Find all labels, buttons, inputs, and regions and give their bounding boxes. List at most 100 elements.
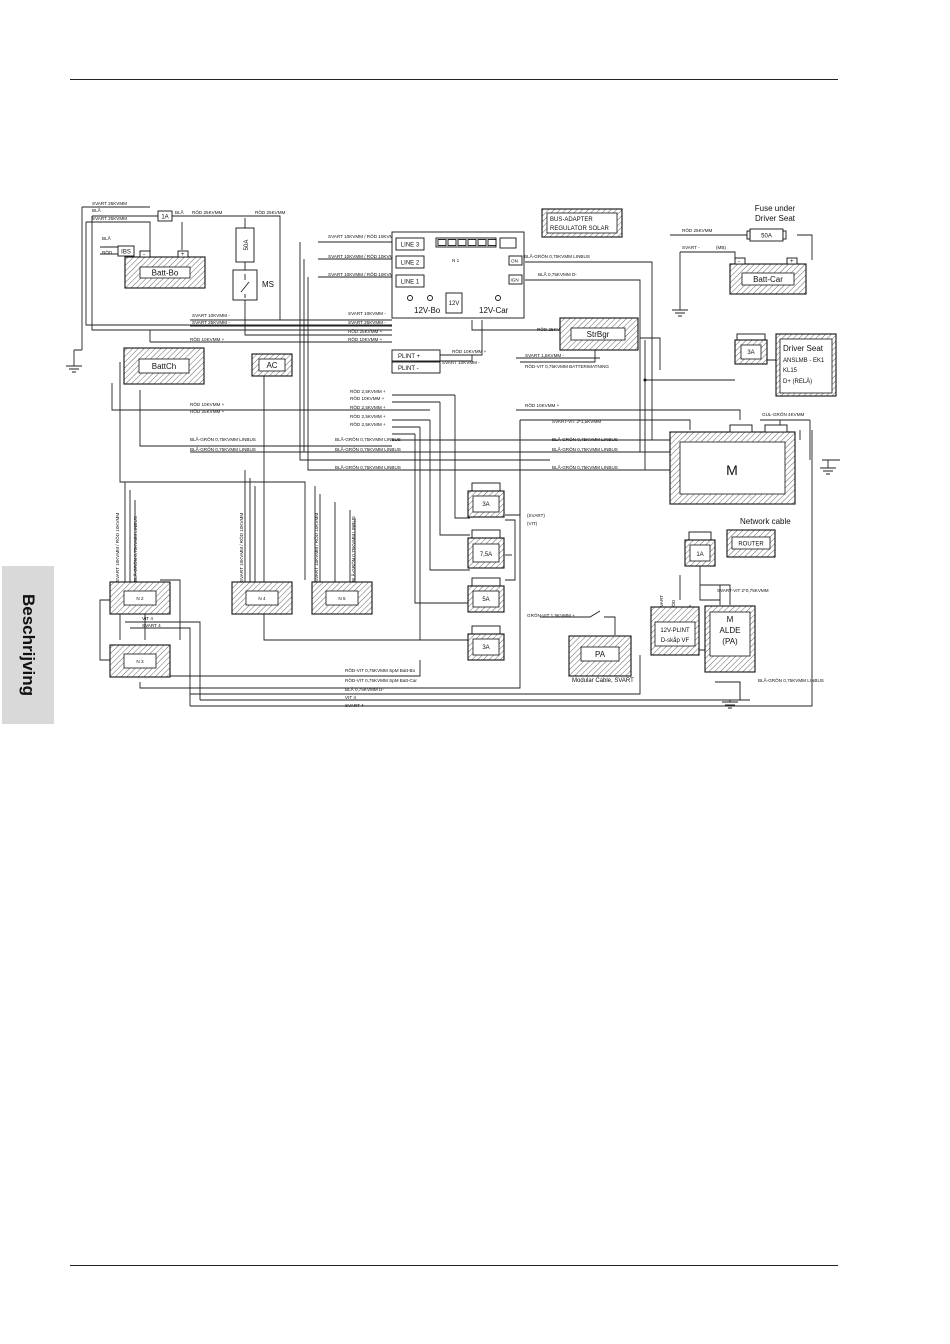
m-main-label: M xyxy=(726,462,738,478)
battch-label: BattCh xyxy=(152,362,176,371)
wire-label: RÖD 10KVMM + xyxy=(348,336,383,342)
terminal-car-plus xyxy=(495,295,501,301)
fuse-5a[interactable]: 5A xyxy=(467,577,505,613)
fuse-1a-net[interactable]: 1A xyxy=(684,531,716,567)
wire-label: SVART 10KVMM / RÖD 10KVMM xyxy=(328,271,397,277)
ibs-sensor: IBS xyxy=(117,245,135,257)
terminal-bo-plus xyxy=(427,295,433,301)
fuse-under-label: Fuse under xyxy=(755,204,796,213)
n2-label: N 2 xyxy=(136,596,144,601)
wire-label: BLÅ-GRÖN 0,75KVMM LINBUS xyxy=(132,516,138,582)
fuse-1a-top-label: 1A xyxy=(161,215,168,221)
n1-12v-bo-label: 12V-Bo xyxy=(414,306,441,315)
driver-seat-connection[interactable]: Driver Seat ANSLMB - EK1 KL15 D+ (RELÄ) xyxy=(775,333,837,397)
wire-label: SVART 10KVMM - xyxy=(192,313,230,318)
wire-label: SVART xyxy=(659,595,664,610)
n1-central-unit[interactable]: LINE 3 LINE 2 LINE 1 N 1 ON IGN 12V 12V-… xyxy=(391,231,525,319)
wire-label: BLÅ xyxy=(102,235,112,241)
n1-12v-car-label: 12V-Car xyxy=(479,306,509,315)
batt-car-battery[interactable]: Batt-Car - + xyxy=(729,257,807,295)
driver-seat-title: Driver Seat xyxy=(783,344,824,353)
wire-label: RÖD 25KVMM xyxy=(682,227,713,233)
fuse-1a-net-label: 1A xyxy=(696,552,703,558)
wire-label: (MB) xyxy=(716,245,726,250)
plint-terminal[interactable]: PLINT + PLINT - xyxy=(391,349,441,374)
ac-unit[interactable]: AC xyxy=(251,353,293,377)
fuse-7-5a[interactable]: 7,5A xyxy=(467,529,505,569)
wire-label: BLÅ-GRÖN 0,75KVMM LINBUS xyxy=(758,677,824,683)
ms-main-switch[interactable]: MS xyxy=(232,269,274,301)
fuse-7-5a-label: 7,5A xyxy=(480,552,492,558)
n1-12v-label: 12V xyxy=(449,301,460,307)
fuse-3a-a[interactable]: 3A xyxy=(467,482,505,518)
node-n3[interactable]: N 3 xyxy=(109,644,171,678)
pa-panel[interactable]: PA Modular Cable, SVART xyxy=(568,635,634,684)
router[interactable]: ROUTER xyxy=(726,529,776,558)
wire-label: SVART-VIT 2*0,75KVMM xyxy=(717,588,769,593)
fuse-3a-b[interactable]: 3A xyxy=(467,625,505,661)
wire-label: BLÅ-GRÖN 0,75KVMM LINBUS xyxy=(190,436,256,442)
m-main-unit[interactable]: M xyxy=(669,424,796,505)
wire-label: VIT 4 xyxy=(345,695,356,700)
wire-label: BLÅ-GRÖN 0,75KVMM LINBUS xyxy=(350,516,356,582)
wire-label: SVART 4 xyxy=(142,623,161,628)
wire-label: BLÅ-GRÖN 0,75KVMM LINBUS xyxy=(552,464,618,470)
wire-label: RÖD-VIT 0,75KVMM SpM Batt-Car xyxy=(345,677,417,683)
plint-12v-label: 12V-PLINT xyxy=(660,628,690,634)
driver-seat-line1: ANSLMB - EK1 xyxy=(783,358,825,364)
wire-label: SVART 10KVMM / RÖD 10KVMM xyxy=(313,513,319,582)
fuse-50a-bo[interactable]: 50A xyxy=(235,227,255,263)
ac-label: AC xyxy=(266,361,277,370)
pa-label: PA xyxy=(595,650,606,659)
n5-label: N 5 xyxy=(338,596,346,601)
wire-label: SVART 10KVMM / RÖD 10KVMM xyxy=(238,513,244,582)
wire-label: RÖD 25KVMM + xyxy=(348,328,383,334)
wire-label: RÖD 25KVMM xyxy=(192,209,223,215)
node-n2[interactable]: N 2 xyxy=(109,581,171,615)
plint-plus-label: PLINT + xyxy=(398,354,421,360)
n3-label: N 3 xyxy=(136,659,144,664)
wire-label: RÖD 25KVMM xyxy=(537,326,568,332)
fuse-1a-top[interactable]: 1A xyxy=(157,210,173,222)
wire-label: GRÖN-VIT 1,5KVMM + xyxy=(527,612,575,618)
ms-label: MS xyxy=(262,280,274,289)
ground-symbols xyxy=(66,300,836,709)
n1-on-label: ON xyxy=(511,259,518,264)
wire-label: RÖD 2,5KVMM + xyxy=(350,388,386,394)
wire-label: RÖD-VIT 0,75KVMM BATTERIMATNING xyxy=(525,363,609,369)
m-alde-pa[interactable]: M ALDE (PA) xyxy=(704,605,756,673)
strbgr-unit[interactable]: StrBgr xyxy=(559,317,639,351)
plus-terminal: + xyxy=(181,252,185,258)
node-n4[interactable]: N 4 xyxy=(231,581,293,615)
bus-adapter-regulator-solar[interactable]: BUS-ADAPTER REGULATOR SOLAR xyxy=(541,208,623,238)
battch-charger[interactable]: BattCh xyxy=(123,347,205,385)
bottom-rule xyxy=(70,1265,838,1266)
plint-12v-d-skap[interactable]: 12V-PLINT D-skåp VF xyxy=(650,606,700,656)
wire-label: SVART 10KVMM / RÖD 10KVMM xyxy=(114,513,120,582)
wire-label: SVART 25KVMM - xyxy=(348,320,386,325)
wire-label: RÖD 25KVMM + xyxy=(190,408,225,414)
fuse-3a-driver-label: 3A xyxy=(747,350,754,356)
line3-label: LINE 3 xyxy=(401,243,420,249)
wire-label: SVART 4 xyxy=(345,703,364,708)
regulator-solar-label: REGULATOR SOLAR xyxy=(550,226,609,232)
wire-label: (SVART) xyxy=(527,513,545,518)
wire-label: BLÅ 0,75KVMM D- xyxy=(538,271,577,277)
side-tab[interactable]: Beschrijving xyxy=(2,566,54,724)
wire-label: RÖD 10KVMM + xyxy=(452,348,487,354)
wire-label: BLÅ-GRÖN 0,75KVMM LINBUS xyxy=(335,436,401,442)
terminal-bo-minus xyxy=(407,295,413,301)
batt-bo-battery[interactable]: Batt-Bo - + xyxy=(124,250,206,289)
fuse-50a-car[interactable]: 50A xyxy=(746,228,787,242)
fuse-3a-driver[interactable]: 3A xyxy=(734,333,768,365)
plus-terminal: + xyxy=(790,259,794,265)
wire-label: SVART 10KVMM / RÖD 10KVMM xyxy=(328,253,397,259)
node-n5[interactable]: N 5 xyxy=(311,581,373,615)
minus-terminal: - xyxy=(143,252,145,258)
wire-label: BLÅ 0,75KVMM D- xyxy=(345,686,384,692)
driver-seat-line3: D+ (RELÄ) xyxy=(783,378,812,385)
router-label: ROUTER xyxy=(738,542,764,548)
line1-label: LINE 1 xyxy=(401,280,420,286)
wire-label: GUL-GRÖN 4KVMM xyxy=(762,411,805,417)
alde-m-label: M xyxy=(727,615,734,624)
